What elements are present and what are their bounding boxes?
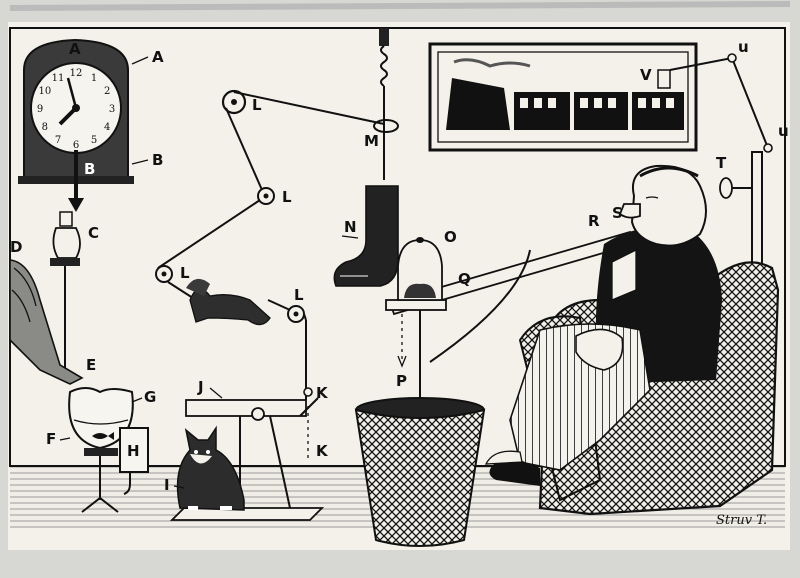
man-shoe xyxy=(489,460,540,486)
label-k2: K xyxy=(316,442,329,460)
ring-m xyxy=(373,119,399,133)
spring xyxy=(380,45,388,87)
label-l1: L xyxy=(252,96,262,114)
label-n: N xyxy=(344,218,357,236)
man-head xyxy=(630,164,707,247)
label-e: E xyxy=(86,356,96,374)
clock-numeral: 12 xyxy=(70,68,83,79)
train-car-2 xyxy=(574,92,628,130)
cat-platform xyxy=(169,397,325,521)
bell-jar-o xyxy=(397,237,443,301)
label-m: M xyxy=(364,132,379,150)
label-a-clock-top: A xyxy=(69,40,81,58)
clock-minute-hand xyxy=(66,77,78,109)
goldfish xyxy=(92,432,114,440)
label-l2: L xyxy=(282,188,292,206)
bell-v xyxy=(657,69,671,89)
label-p: P xyxy=(396,372,407,390)
label-i: I xyxy=(164,476,170,494)
label-s: S xyxy=(612,204,623,222)
label-j: J xyxy=(197,378,204,396)
clock-numeral: 5 xyxy=(91,135,97,146)
label-d: D xyxy=(10,238,22,256)
label-r: R xyxy=(588,212,600,230)
train-car-3 xyxy=(632,92,684,130)
clock-numeral: 8 xyxy=(42,122,48,133)
sleeping-man xyxy=(484,164,722,486)
clock-numeral: 6 xyxy=(73,140,79,151)
label-b: B xyxy=(152,151,163,169)
label-b-clock: B xyxy=(84,160,95,178)
train-picture xyxy=(428,42,698,152)
spring-and-boot xyxy=(333,28,399,287)
clock-numeral: 2 xyxy=(104,86,110,97)
cat xyxy=(176,425,245,511)
label-h: H xyxy=(127,442,140,460)
wastebasket xyxy=(354,397,486,547)
cheese-under-jar xyxy=(404,283,436,298)
oil-lamp xyxy=(50,211,81,370)
sock-on-string xyxy=(186,278,271,326)
label-k1: K xyxy=(316,384,329,402)
label-o: O xyxy=(444,228,457,246)
label-g: G xyxy=(144,388,156,406)
pulley-system xyxy=(155,89,385,323)
locomotive xyxy=(446,78,510,130)
label-l3: L xyxy=(180,264,190,282)
clock-numeral: 9 xyxy=(37,104,43,115)
clock-numeral: 10 xyxy=(38,86,51,97)
man-shirt xyxy=(611,248,637,301)
hook-box-h xyxy=(119,427,149,473)
label-v: V xyxy=(640,66,652,84)
lever-table-j xyxy=(185,399,307,417)
clock-numeral: 3 xyxy=(109,104,115,115)
fishbowl xyxy=(68,387,149,513)
clock-numeral: 7 xyxy=(55,135,61,146)
gramophone-horn xyxy=(9,259,84,385)
label-t: T xyxy=(716,154,727,172)
label-u2: u xyxy=(778,122,789,140)
clock-numeral: 4 xyxy=(104,122,110,133)
label-f: F xyxy=(46,430,56,448)
clock-numeral: 11 xyxy=(52,73,65,84)
label-a: A xyxy=(152,48,164,66)
label-l4: L xyxy=(294,286,304,304)
train-car-1 xyxy=(514,92,570,130)
label-q: Q xyxy=(458,270,471,288)
artist-signature: Struv T. xyxy=(716,513,767,528)
label-u1: u xyxy=(738,38,749,56)
label-c: C xyxy=(88,224,99,242)
boot-n xyxy=(333,185,399,287)
man-hand xyxy=(575,328,624,371)
clock-numeral: 1 xyxy=(91,73,97,84)
man-nose xyxy=(618,203,641,219)
